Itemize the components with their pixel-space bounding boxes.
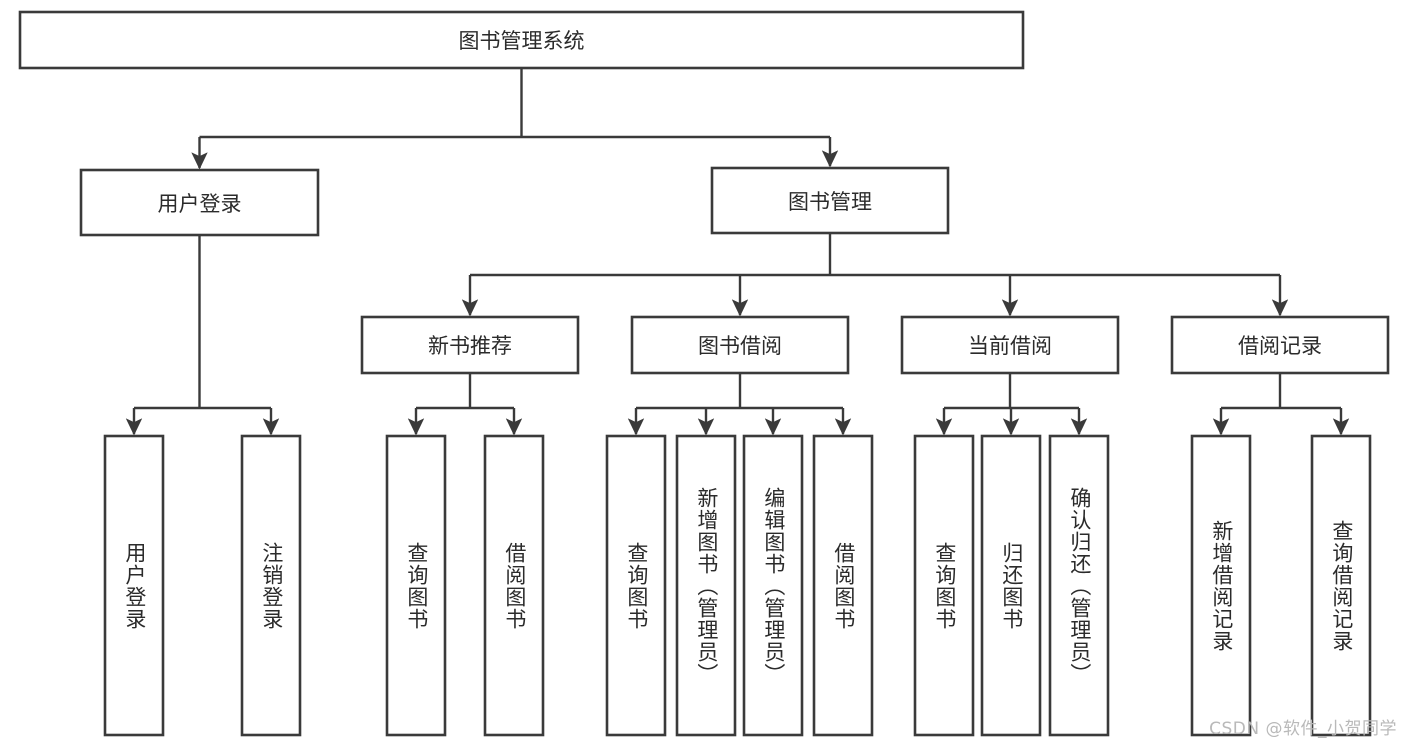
node-box-leaf-8 <box>913 434 975 737</box>
node-box-leaf-7 <box>812 434 874 737</box>
node-box-leaf-4 <box>605 434 667 737</box>
node-box-l3-1 <box>630 315 850 375</box>
node-box-root <box>18 10 1025 70</box>
node-box-leaf-5 <box>675 434 737 737</box>
connector-layer <box>125 68 1350 436</box>
node-box-leaf-12 <box>1310 434 1372 737</box>
node-box-leaf-11 <box>1190 434 1252 737</box>
node-box-leaf-9 <box>980 434 1042 737</box>
node-box-l3-3 <box>1170 315 1390 375</box>
node-rect-layer <box>18 10 1390 737</box>
node-box-leaf-6 <box>742 434 804 737</box>
node-box-leaf-10 <box>1048 434 1110 737</box>
node-box-leaf-0 <box>103 434 165 737</box>
node-box-l2-0 <box>79 168 320 237</box>
node-box-l2-1 <box>710 166 950 235</box>
node-box-leaf-1 <box>240 434 302 737</box>
node-box-leaf-2 <box>385 434 447 737</box>
node-box-leaf-3 <box>483 434 545 737</box>
node-box-l3-2 <box>900 315 1120 375</box>
node-box-l3-0 <box>360 315 580 375</box>
